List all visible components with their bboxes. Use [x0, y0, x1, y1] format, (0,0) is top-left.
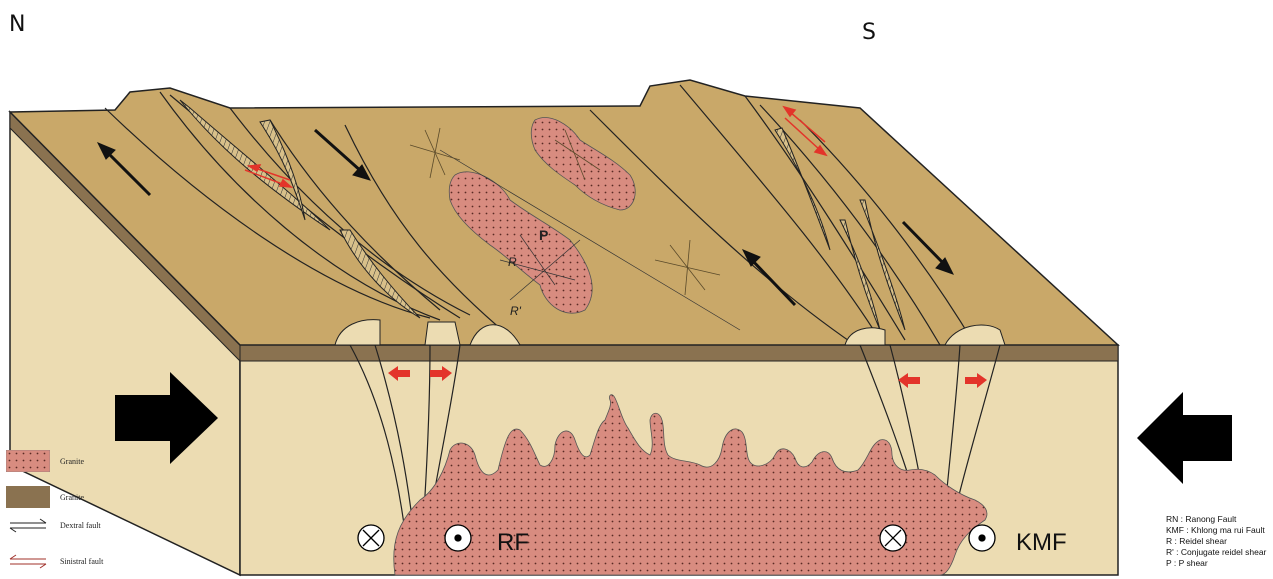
sinistral-arrows-icon [6, 550, 50, 572]
brown-layer-front [240, 345, 1118, 361]
brown-layer-swatch [6, 486, 50, 508]
legend-label: Dextral fault [60, 521, 101, 530]
legend-item-brown-layer: Granite [6, 484, 84, 510]
label-r-prime: R' [510, 304, 522, 318]
abbreviation-r: R : Reidel shear [1166, 536, 1266, 547]
legend-item-sinistral: Sinistral fault [6, 548, 103, 574]
legend-item-granite-dotted: Granite [6, 448, 84, 474]
abbreviation-rn: RN : Ranong Fault [1166, 514, 1266, 525]
label-kmf: KMF [1016, 529, 1067, 556]
abbreviation-kmf: KMF : Khlong ma rui Fault [1166, 525, 1266, 536]
into-page-symbol-kmf [880, 525, 906, 551]
out-of-page-symbol-kmf [969, 525, 995, 551]
abbreviation-p: P : P shear [1166, 558, 1266, 569]
abbreviation-list: RN : Ranong Fault KMF : Khlong ma rui Fa… [1166, 514, 1266, 569]
abbreviation-r-prime: R' : Conjugate reidel shear [1166, 547, 1266, 558]
dextral-arrows-icon [6, 514, 50, 536]
out-of-page-symbol-rf [445, 525, 471, 551]
label-r: R [508, 255, 517, 269]
legend-label: Granite [60, 493, 84, 502]
legend-label: Granite [60, 457, 84, 466]
compression-arrow-right [1137, 392, 1232, 484]
granite-dotted-swatch [6, 450, 50, 472]
legend-label: Sinistral fault [60, 557, 103, 566]
into-page-symbol-rf [358, 525, 384, 551]
legend-item-dextral: Dextral fault [6, 512, 101, 538]
label-rf: RF [497, 529, 529, 556]
label-p: P [539, 227, 548, 243]
